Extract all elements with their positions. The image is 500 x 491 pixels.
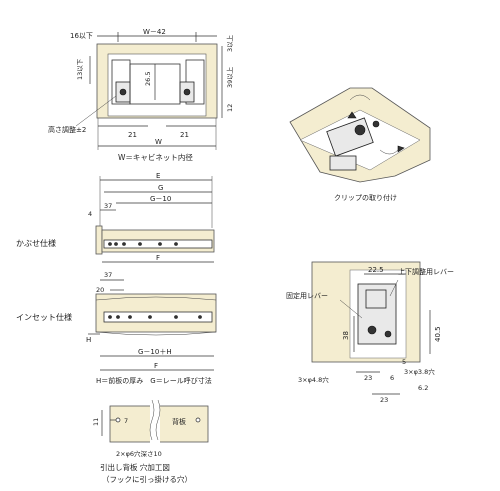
back-panel-caption-1: 引出し背板 穴加工図 <box>100 462 170 472</box>
mechanism-top <box>365 289 387 309</box>
dim-g10: G－10 <box>150 195 171 203</box>
cabinet-front-section: 16以下 W－42 13以下 26.5 3以上 39以上 12 21 21 W … <box>48 28 234 162</box>
hole-spec: 2×φ6穴深さ10 <box>116 449 162 458</box>
hole-38-label: 3×φ3.8穴 <box>404 367 435 376</box>
dim-w: W <box>155 138 162 146</box>
clip-caption: クリップの取り付け <box>334 193 397 202</box>
dim-40-5: 40.5 <box>434 326 442 342</box>
back-panel-caption-2: （フックに引っ掛ける穴） <box>102 474 192 484</box>
inset-rail <box>103 311 213 323</box>
hole-48-label: 3×φ4.8穴 <box>298 375 329 384</box>
side-detail-view: 22.5 上下調整用レバー 固定用レバー 38 40.5 5 3×φ4.8穴 3… <box>286 261 454 404</box>
inset-side-view: 37 20 H G－10＋H F インセット仕様 H＝前板の厚み G＝レール呼び… <box>16 271 217 385</box>
dim-21-right: 21 <box>180 131 189 139</box>
height-adjust-label: 高さ調整±2 <box>48 125 86 134</box>
dim-23a: 23 <box>364 374 372 382</box>
dim-3-up: 3以上 <box>225 34 234 52</box>
dim-w42: W－42 <box>143 28 166 36</box>
back-panel-view: 7 11 背板 2×φ6穴深さ10 引出し背板 穴加工図 （フックに引っ掛ける穴… <box>92 399 209 484</box>
dim-5: 5 <box>402 358 406 366</box>
hole-left <box>115 417 121 423</box>
dim-21-left: 21 <box>128 131 137 139</box>
dim-12: 12 <box>226 104 234 112</box>
hole-right <box>195 417 201 423</box>
overlay-side-view: E G G－10 37 4 F かぶせ仕様 <box>16 172 215 263</box>
dim-16: 16以下 <box>70 32 93 40</box>
dim-6: 6 <box>390 374 394 382</box>
dim-g10h: G－10＋H <box>138 348 172 356</box>
dim-6-2: 6.2 <box>418 384 428 392</box>
dim-e: E <box>156 172 160 180</box>
overlay-front-panel <box>95 225 103 255</box>
dim-38: 38 <box>342 331 350 340</box>
dim-20: 20 <box>96 286 104 294</box>
overlay-rail <box>103 239 213 249</box>
clip-attachment-view: クリップの取り付け <box>289 87 431 202</box>
back-panel-label: 背板 <box>172 417 186 426</box>
dim-h: H <box>86 336 91 344</box>
dim-37-inset: 37 <box>104 271 112 279</box>
inset-title: インセット仕様 <box>16 312 72 322</box>
cabinet-width-caption: W＝キャビネット内径 <box>118 152 193 162</box>
dim-f-inset: F <box>154 362 158 370</box>
dim-26-5: 26.5 <box>144 72 152 86</box>
dim-13: 13以下 <box>76 58 84 80</box>
dim-23b: 23 <box>380 396 388 404</box>
dim-7: 7 <box>124 417 128 425</box>
fixed-lever-label: 固定用レバー <box>286 291 328 300</box>
clip-block <box>329 155 357 171</box>
dim-22-5: 22.5 <box>368 266 384 274</box>
overlay-title: かぶせ仕様 <box>16 238 56 248</box>
dim-39: 39以上 <box>225 66 234 88</box>
dim-11: 11 <box>92 418 100 426</box>
inset-caption: H＝前板の厚み G＝レール呼び寸法 <box>96 376 212 385</box>
updown-lever-label: 上下調整用レバー <box>398 267 454 276</box>
dim-g: G <box>158 184 163 192</box>
dim-f-overlay: F <box>156 254 160 262</box>
dim-37: 37 <box>104 202 112 210</box>
dim-4: 4 <box>88 210 92 218</box>
